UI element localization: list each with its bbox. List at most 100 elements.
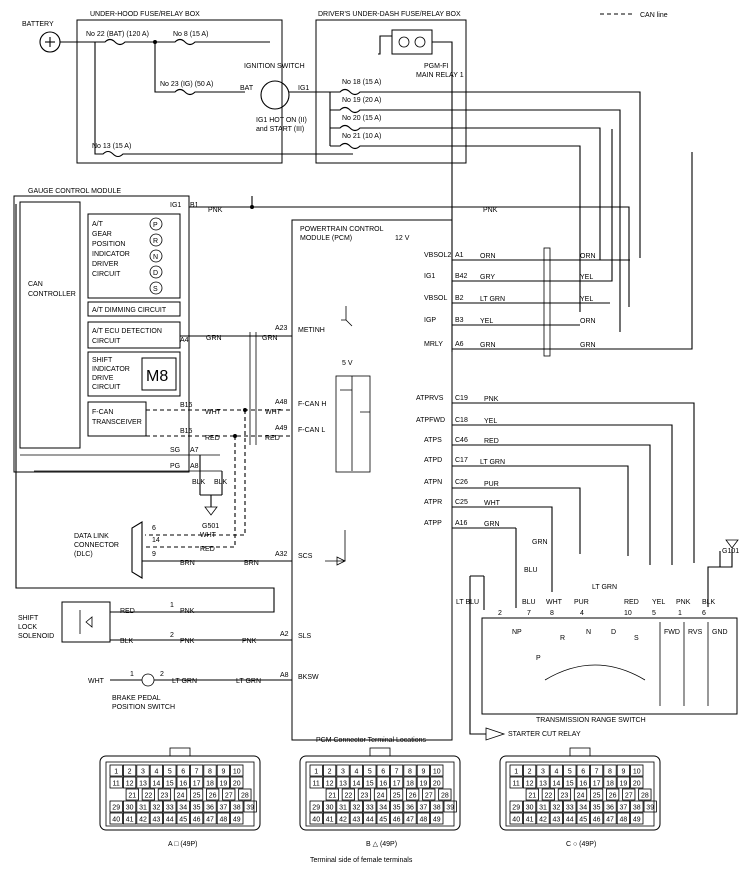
ignition-bat: BAT [240,85,254,92]
terminal-number: 47 [206,817,214,824]
terminal-number: 44 [166,817,174,824]
terminal-cell [616,812,631,825]
terminal-number: 49 [233,817,241,824]
ignition-title: IGNITION SWITCH [244,63,305,70]
terminal-number: 24 [177,793,185,800]
terminal-cell [443,800,457,813]
terminal-cell [563,764,577,777]
terminal-number: 9 [621,769,625,776]
terminal-cell [603,800,617,813]
terminal-cell [438,788,452,801]
terminal-cell [136,764,150,777]
terminal-cell [341,788,355,801]
brake-pin: 1 [130,671,134,678]
terminal-number: 4 [154,769,158,776]
brake-switch-2: POSITION SWITCH [112,704,175,711]
pcm-pin: C18 [455,417,468,424]
pcm-pin-a8: A8 [280,672,289,679]
terminal-number: 34 [179,805,187,812]
terminal-number: 24 [377,793,385,800]
wire-brn: BRN [244,560,259,567]
fcan-transceiver-pcm-icon [340,376,370,471]
terminal-cell [189,812,204,825]
pcm-pin-a48: A48 [275,399,288,406]
terminal-number: 23 [561,793,569,800]
terminal-cell [357,788,372,801]
terminal-number: 41 [126,817,134,824]
wire-color: WHT [484,500,501,507]
terminal-cell [136,800,150,813]
gear-position-driver-box [87,213,181,299]
terminal-number: 48 [420,817,428,824]
fuse-20-label: No 20 (15 A) [342,115,381,122]
wire-red: RED [265,435,280,442]
terminal-number: 26 [409,793,417,800]
gear-d: D [153,270,158,277]
terminal-number: 41 [526,817,534,824]
terminal-number: 17 [193,781,201,788]
terminal-cell [216,776,230,789]
terminal-number: 38 [233,805,241,812]
trs-pin: 4 [580,610,584,617]
pcm-title-1: POWERTRAIN CONTROL [300,226,384,233]
terminal-number: 33 [566,805,574,812]
terminal-cell [430,812,444,825]
terminal-cell [563,800,577,813]
terminal-cell [576,800,590,813]
terminal-number: 36 [206,805,214,812]
terminal-cell [349,800,364,813]
pcm-pin: A1 [455,252,464,259]
terminal-cell [536,800,550,813]
terminal-number: 38 [633,805,641,812]
wire-color: YEL [580,296,593,303]
pcm-sig: ATPRVS [416,395,444,402]
trs-pins: 2 7 8 4 10 5 1 6 [498,610,706,617]
ignition-note-2: and START (III) [256,126,304,133]
terminal-number: 20 [633,781,641,788]
underdash-title: DRIVER'S UNDER-DASH FUSE/RELAY BOX [318,11,461,18]
terminal-cell [336,800,350,813]
terminal-cell [590,788,604,801]
terminal-number: 34 [379,805,387,812]
ground-icon [204,506,218,516]
terminal-cell [557,788,572,801]
pcm-title-2: MODULE (PCM) [300,235,352,242]
trs-label: P [536,655,541,662]
terminal-cell [189,764,204,777]
trs-label: R [560,635,565,642]
terminal-number: 37 [620,805,628,812]
terminal-number: 21 [528,793,536,800]
terminal-number: 13 [339,781,347,788]
trs-wire: WHT [546,599,563,606]
wire-color: ORN [580,318,596,325]
trs-lt-grn: LT GRN [592,584,617,591]
terminal-cell [363,812,377,825]
pcm-wire-colors: ORN ORN GRY YEL LT GRN YEL YEL ORN GRN G… [480,253,596,528]
fuse-18-label: No 18 (15 A) [342,79,381,86]
gauge-control-module [13,195,190,473]
terminal-cell [389,812,404,825]
terminal-cell [163,764,177,777]
terminal-number: 11 [513,781,520,788]
connector-b [299,747,461,831]
connector-a-label: A □ (49P) [168,841,198,848]
terminal-cell [638,788,652,801]
starter-cut-relay: STARTER CUT RELAY [508,731,581,738]
wire-grn: GRN [206,335,222,342]
ground-g501: G501 [202,523,219,530]
ecu-detect-1: A/T ECU DETECTION [92,328,162,335]
terminal-number: 14 [153,781,161,788]
gcm-pin-a8: A8 [190,463,199,470]
fuse-13-label: No 13 (15 A) [92,143,131,150]
terminal-number: 1 [314,769,318,776]
shift-lock-2: LOCK [18,624,37,631]
wire-color: LT GRN [480,459,505,466]
pcm-pin: A6 [455,341,464,348]
terminal-number: 5 [168,769,172,776]
terminal-cell [430,800,444,813]
terminal-number: 18 [206,781,214,788]
terminal-cell [573,788,588,801]
wire-blk: BLK [120,638,134,645]
terminal-cell [163,776,177,789]
gear-p: P [153,222,158,229]
